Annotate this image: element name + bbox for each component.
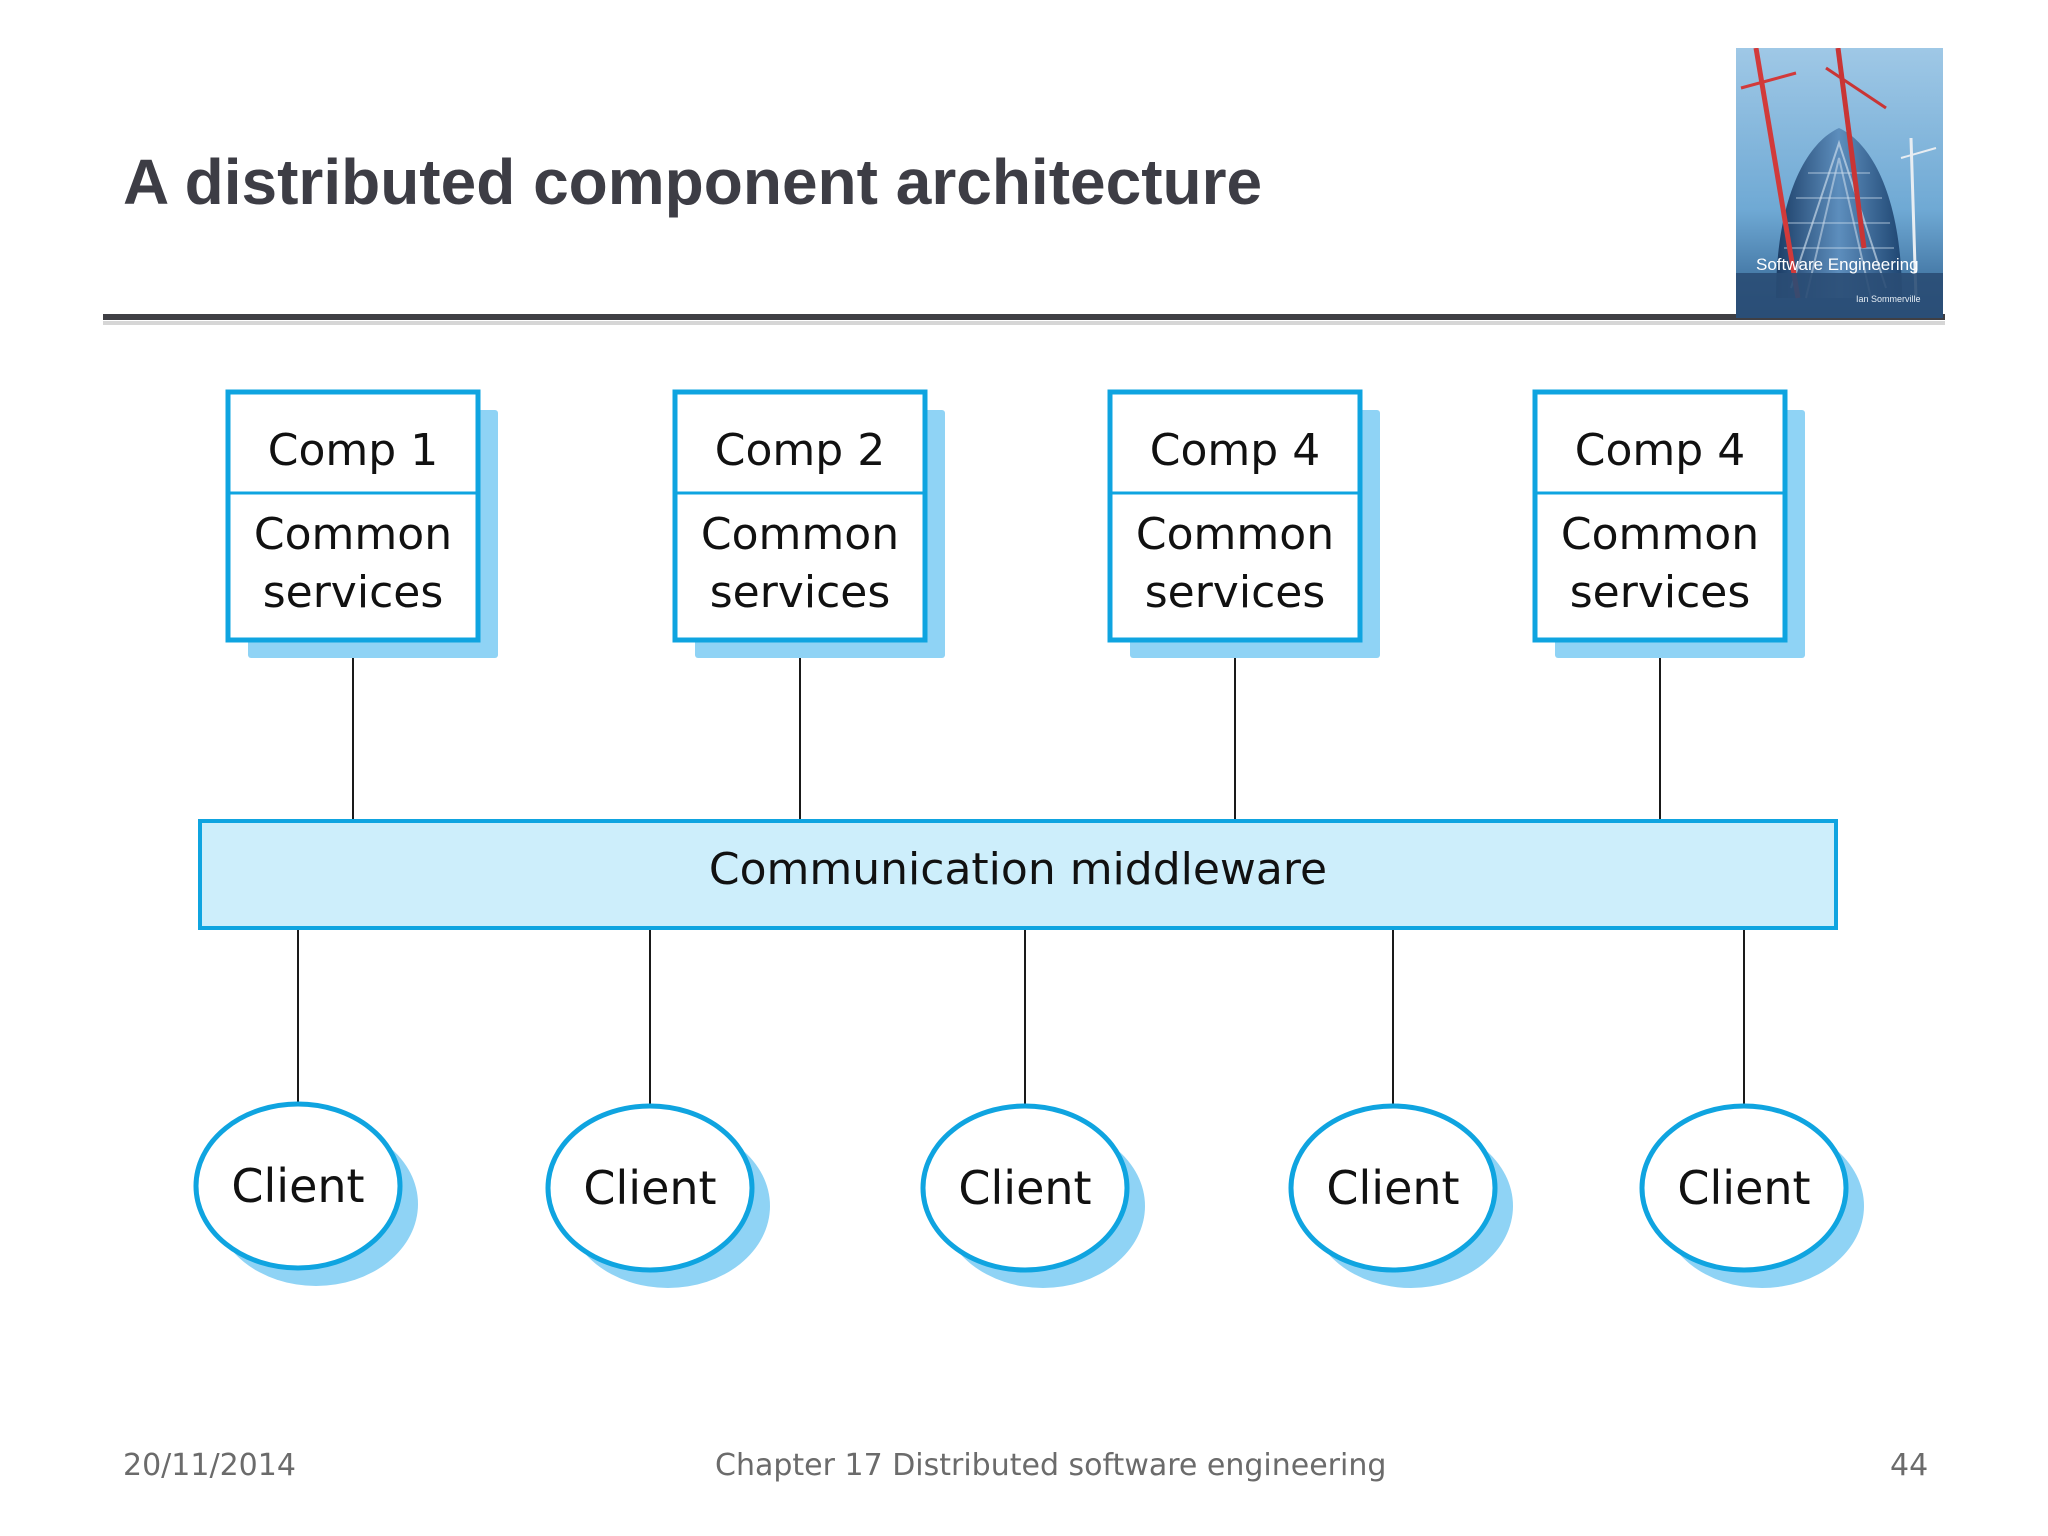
component-name: Comp 4 (1150, 425, 1320, 476)
component-frame (225, 389, 481, 643)
component-services-line2: services (710, 567, 891, 618)
connector-lines (297, 640, 1745, 1106)
client-node-1: Client (193, 1101, 418, 1286)
component-services-line1: Common (1136, 509, 1334, 560)
client-label: Client (231, 1159, 364, 1213)
book-cover-author: Ian Sommerville (1856, 294, 1921, 304)
client-node-5: Client (1639, 1103, 1864, 1288)
component-box-3: Comp 4 Common services (1107, 389, 1380, 658)
component-services-line1: Common (254, 509, 452, 560)
client-label: Client (1326, 1161, 1459, 1215)
book-cover-image: Software Engineering Ian Sommerville (1736, 48, 1943, 318)
book-cover-title: Software Engineering (1756, 255, 1919, 274)
component-boxes: Comp 1 Common services Comp 2 Common services… (225, 389, 1805, 658)
slide-number: 44 (1890, 1448, 1929, 1483)
component-name: Comp 1 (268, 425, 438, 476)
component-box-4: Comp 4 Common services (1532, 389, 1805, 658)
communication-middleware: Communication middleware (198, 819, 1838, 930)
component-services-line1: Common (1561, 509, 1759, 560)
client-ellipse (545, 1103, 755, 1273)
footer-chapter: Chapter 17 Distributed software engineer… (715, 1448, 1387, 1483)
component-name: Comp 2 (715, 425, 885, 476)
component-frame (1532, 389, 1788, 643)
middleware-bar (198, 819, 1838, 930)
client-node-3: Client (920, 1103, 1145, 1288)
component-services-line2: services (263, 567, 444, 618)
component-services-line1: Common (701, 509, 899, 560)
footer-date: 20/11/2014 (123, 1448, 296, 1483)
client-label: Client (1677, 1161, 1810, 1215)
title-divider (103, 314, 1945, 320)
middleware-label: Communication middleware (709, 844, 1327, 895)
client-node-4: Client (1288, 1103, 1513, 1288)
title-divider-shadow (103, 321, 1945, 325)
component-services-line2: services (1145, 567, 1326, 618)
component-box-2: Comp 2 Common services (672, 389, 945, 658)
component-frame (1107, 389, 1363, 643)
component-frame (672, 389, 928, 643)
client-ellipse (920, 1103, 1130, 1273)
client-nodes: Client Client Client Client Client (193, 1101, 1864, 1288)
client-label: Client (958, 1161, 1091, 1215)
client-ellipse (1288, 1103, 1498, 1273)
component-name: Comp 4 (1575, 425, 1745, 476)
client-ellipse (193, 1101, 403, 1271)
client-node-2: Client (545, 1103, 770, 1288)
client-label: Client (583, 1161, 716, 1215)
slide-title: A distributed component architecture (123, 146, 1263, 218)
component-services-line2: services (1570, 567, 1751, 618)
client-ellipse (1639, 1103, 1849, 1273)
component-box-1: Comp 1 Common services (225, 389, 498, 658)
